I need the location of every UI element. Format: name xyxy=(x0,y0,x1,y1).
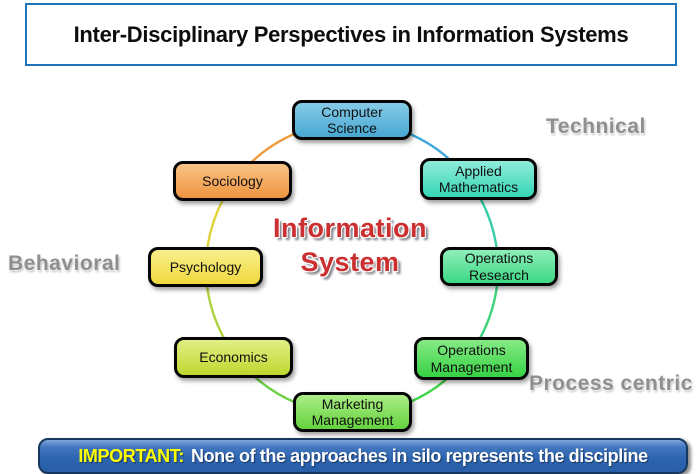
node-label: Applied Mathematics xyxy=(438,162,519,195)
footer-text: None of the approaches in silo represent… xyxy=(190,445,648,466)
node-label: Computer Science xyxy=(321,103,383,136)
node-label: Economics xyxy=(199,349,268,366)
node-marketing-management: Marketing Management xyxy=(293,392,412,432)
node-operations-research: Operations Research xyxy=(440,247,558,286)
title-box: Inter-Disciplinary Perspectives in Infor… xyxy=(25,3,677,66)
node-psychology: Psychology xyxy=(148,247,263,287)
center-line-2: System xyxy=(300,246,400,277)
node-label: Operations Management xyxy=(430,342,513,375)
node-applied-mathematics: Applied Mathematics xyxy=(420,158,537,200)
node-computer-science: Computer Science xyxy=(292,100,412,140)
region-label-process-centric: Process centric xyxy=(529,372,693,395)
center-wordart: Information System xyxy=(242,212,458,280)
region-label-behavioral: Behavioral xyxy=(8,252,121,275)
page-title: Inter-Disciplinary Perspectives in Infor… xyxy=(73,21,629,47)
node-operations-management: Operations Management xyxy=(414,337,529,380)
node-label: Marketing Management xyxy=(311,395,394,428)
node-sociology: Sociology xyxy=(173,161,292,201)
node-label: Sociology xyxy=(202,172,263,189)
region-label-technical: Technical xyxy=(546,115,646,138)
node-label: Psychology xyxy=(169,258,242,275)
node-economics: Economics xyxy=(174,337,293,378)
footer-banner: IMPORTANT: None of the approaches in sil… xyxy=(38,438,688,474)
node-label: Operations Research xyxy=(464,250,534,283)
footer-highlight: IMPORTANT: xyxy=(78,445,184,466)
center-line-1: Information xyxy=(273,213,427,243)
